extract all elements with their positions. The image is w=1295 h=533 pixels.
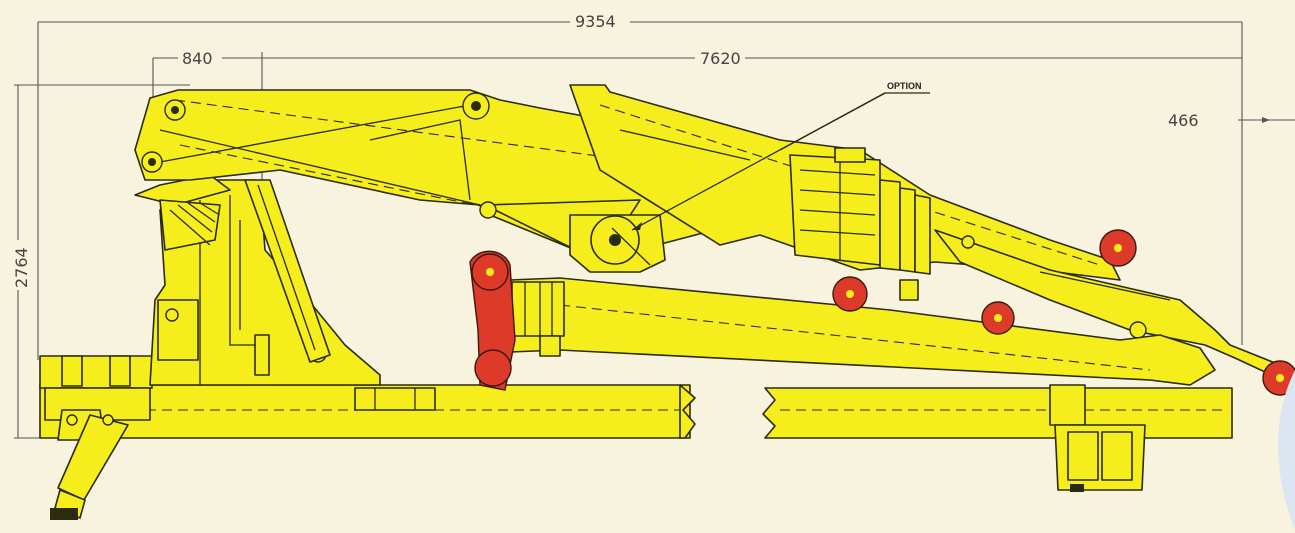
folded-jib	[509, 277, 1216, 386]
red-accessories	[469, 229, 1295, 396]
dim-boom-reach: 7620	[700, 49, 741, 68]
edge-shadow	[1278, 370, 1295, 530]
dim-overall-length: 9354	[575, 12, 616, 31]
dim-column-offset: 840	[182, 49, 213, 68]
outer-boom	[569, 84, 1281, 379]
red-pulley-2	[981, 301, 1015, 335]
red-hook-block	[469, 250, 516, 391]
crane-column	[134, 174, 381, 386]
winch-option	[569, 214, 666, 273]
dimension-labels: 9354 840 7620 466 2764 OPTION	[8, 12, 1199, 290]
option-leader	[631, 92, 930, 231]
red-pulley-1	[832, 276, 868, 312]
right-outrigger	[1049, 384, 1146, 492]
dim-height: 2764	[12, 247, 31, 288]
option-label: OPTION	[887, 81, 922, 91]
red-tip-sheave	[1262, 360, 1295, 396]
left-outrigger	[39, 355, 153, 520]
red-pulley-3	[1099, 229, 1137, 267]
control-valve-bank	[159, 199, 221, 251]
dim-tip-offset: 466	[1168, 111, 1199, 130]
